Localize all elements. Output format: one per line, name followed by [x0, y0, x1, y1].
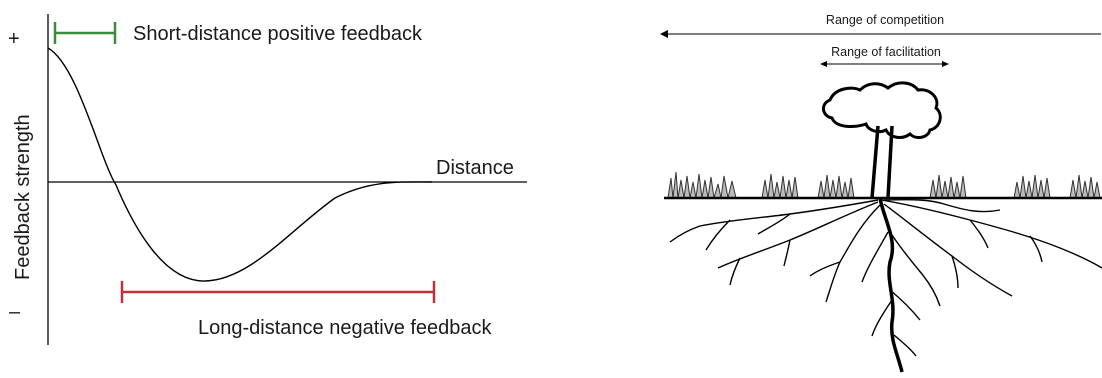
lateral-roots: [669, 198, 1102, 357]
grass-tuft: [929, 174, 967, 199]
tree-trunk: [870, 125, 894, 199]
distance-label: Distance: [436, 157, 514, 179]
tap-root: [878, 197, 904, 373]
competition-arrowhead-icon: [660, 30, 668, 38]
tree-range-svg: Range of competition Range of facilitati…: [660, 13, 1102, 373]
grass-tuft: [667, 171, 737, 199]
competition-label: Range of competition: [826, 13, 944, 27]
feedback-curve-svg: + – Feedback strength Distance Short-dis…: [8, 14, 527, 345]
grass-tuft: [1069, 174, 1101, 199]
negative-range-bar: [120, 281, 436, 303]
y-axis-label: Feedback strength: [12, 114, 34, 280]
grass-tuft: [1013, 174, 1051, 199]
minus-sign: –: [9, 301, 21, 323]
plus-sign: +: [8, 28, 20, 50]
tree-range-diagram: Range of competition Range of facilitati…: [640, 0, 1102, 373]
positive-range-bar: [53, 22, 117, 44]
positive-feedback-label: Short-distance positive feedback: [133, 23, 423, 45]
facilitation-label: Range of facilitation: [831, 45, 941, 59]
grass-tuft: [817, 174, 855, 199]
feedback-curve: [47, 47, 433, 282]
grass-tuft: [761, 173, 799, 199]
facilitation-left-arrowhead-icon: [820, 61, 827, 67]
tree-crown: [822, 81, 942, 139]
feedback-curve-diagram: + – Feedback strength Distance Short-dis…: [8, 14, 527, 345]
negative-feedback-label: Long-distance negative feedback: [198, 317, 493, 339]
grass-tufts: [667, 171, 1101, 199]
facilitation-right-arrowhead-icon: [942, 61, 949, 67]
